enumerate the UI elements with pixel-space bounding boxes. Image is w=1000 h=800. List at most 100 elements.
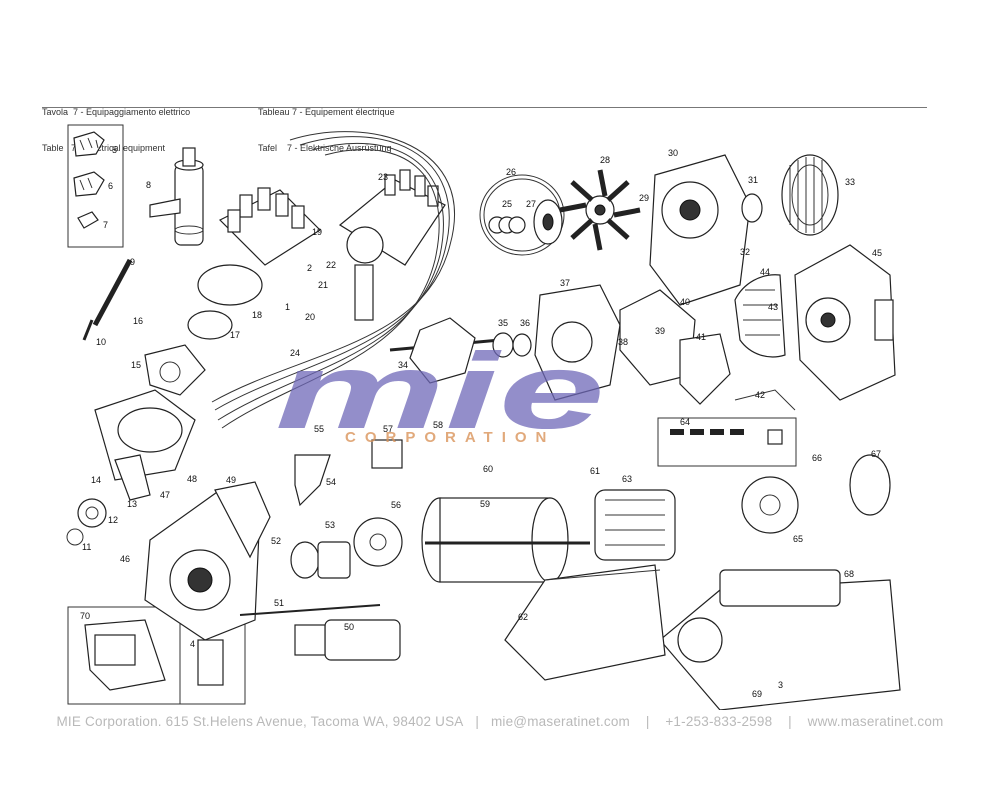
- part-number-label: 22: [326, 260, 336, 270]
- starter-housing-49: [144, 481, 271, 641]
- part-number-label: 13: [127, 499, 137, 509]
- part-number-label: 16: [133, 316, 143, 326]
- part-number-label: 66: [812, 453, 822, 463]
- part-number-label: 39: [655, 326, 665, 336]
- exploded-parts-diagram: 1234567891011121314151617181920212223242…: [66, 124, 901, 710]
- solenoid-50: [294, 619, 401, 661]
- part-number-label: 26: [506, 167, 516, 177]
- cooling-fan: [559, 169, 641, 251]
- armature-59: [421, 497, 590, 583]
- part-number-label: 50: [344, 622, 354, 632]
- page-footer: MIE Corporation. 615 St.Helens Avenue, T…: [0, 714, 1000, 729]
- header-right-line1: Tableau 7 - Equipement électrique: [258, 107, 395, 117]
- footer-website[interactable]: www.maseratinet.com: [807, 714, 944, 729]
- header-left-line1: Tavola 7 - Equipaggiamento elettrico: [42, 107, 191, 117]
- header-right: Tableau 7 - Equipement électrique Tafel …: [258, 82, 395, 166]
- yoke-62: [504, 564, 666, 681]
- capacitor-4: [197, 639, 224, 686]
- distributor-body: [94, 389, 196, 501]
- part-number-label: 65: [793, 534, 803, 544]
- part-number-label: 10: [96, 337, 106, 347]
- part-number-label: 12: [108, 515, 118, 525]
- part-number-label: 3: [778, 680, 783, 690]
- regulator-41: [679, 333, 731, 405]
- field-coil-63: [594, 489, 676, 561]
- part-number-label: 21: [318, 280, 328, 290]
- part-number-label: 23: [378, 172, 388, 182]
- part-number-label: 34: [398, 360, 408, 370]
- distributor-23: [338, 169, 446, 321]
- clip-part-5: [73, 131, 105, 157]
- shift-fork-54: [294, 454, 331, 507]
- part-number-label: 8: [146, 180, 151, 190]
- regulator-70: [84, 619, 166, 691]
- end-plate-56: [353, 517, 403, 567]
- part-number-label: 61: [590, 466, 600, 476]
- part-number-label: 58: [433, 420, 443, 430]
- bearing-31: [741, 193, 763, 223]
- header-divider: [42, 107, 927, 108]
- brush-plate-65: [741, 476, 799, 534]
- part-number-label: 1: [285, 302, 290, 312]
- part-number-label: 33: [845, 177, 855, 187]
- brushes-64: [670, 429, 783, 445]
- part-number-label: 9: [130, 257, 135, 267]
- part-number-label: 47: [160, 490, 170, 500]
- part-number-label: 32: [740, 247, 750, 257]
- rectifier-plate: [734, 274, 786, 358]
- part-number-label: 53: [325, 520, 335, 530]
- part-number-label: 52: [271, 536, 281, 546]
- part-number-label: 60: [483, 464, 493, 474]
- part-number-label: 70: [80, 611, 90, 621]
- part-number-label: 2: [307, 263, 312, 273]
- ignition-wire-harness: [211, 131, 456, 429]
- part-number-label: 55: [314, 424, 324, 434]
- starter-motor-68: [659, 569, 901, 710]
- part-number-label: 17: [230, 330, 240, 340]
- part-number-label: 18: [252, 310, 262, 320]
- part-number-label: 7: [103, 220, 108, 230]
- alternator-front-housing: [649, 154, 751, 306]
- footer-separator: |: [645, 714, 650, 729]
- part-number-label: 19: [312, 227, 322, 237]
- part-number-label: 30: [668, 148, 678, 158]
- distributor-cap-19: [218, 187, 321, 266]
- gear-12: [77, 498, 107, 528]
- part-number-label: 48: [187, 474, 197, 484]
- part-number-label: 14: [91, 475, 101, 485]
- part-number-label: 59: [480, 499, 490, 509]
- alternator-rear-housing: [794, 244, 896, 401]
- part-number-label: 37: [560, 278, 570, 288]
- through-bolt-51: [239, 604, 381, 616]
- inset-box-brushes: [657, 417, 797, 467]
- part-number-label: 20: [305, 312, 315, 322]
- part-number-label: 27: [526, 199, 536, 209]
- part-number-labels: 1234567891011121314151617181920212223242…: [80, 145, 882, 699]
- part-number-label: 45: [872, 248, 882, 258]
- part-number-label: 49: [226, 475, 236, 485]
- part-number-label: 63: [622, 474, 632, 484]
- part-number-label: 15: [131, 360, 141, 370]
- clip-part-6: [73, 171, 105, 197]
- stator-33: [781, 154, 839, 236]
- part-number-label: 5: [112, 145, 117, 155]
- part-number-label: 56: [391, 500, 401, 510]
- part-number-label: 24: [290, 348, 300, 358]
- part-number-label: 29: [639, 193, 649, 203]
- ring-11: [66, 528, 84, 546]
- end-cap-67: [849, 454, 891, 516]
- rotor-arm-15: [144, 344, 206, 396]
- part-number-label: 51: [274, 598, 284, 608]
- spark-plug-lead-9-10: [82, 258, 133, 341]
- clip-part-7: [77, 211, 99, 229]
- part-number-label: 11: [82, 542, 91, 552]
- footer-email[interactable]: mie@maseratinet.com: [490, 714, 630, 729]
- bracket-42: [734, 389, 796, 411]
- inset-box-clips: [67, 124, 124, 248]
- breaker-plate-17-18: [187, 264, 263, 340]
- part-number-label: 35: [498, 318, 508, 328]
- part-number-label: 6: [108, 181, 113, 191]
- solenoid-57: [371, 439, 403, 469]
- ignition-coil: [149, 147, 204, 246]
- part-number-label: 68: [844, 569, 854, 579]
